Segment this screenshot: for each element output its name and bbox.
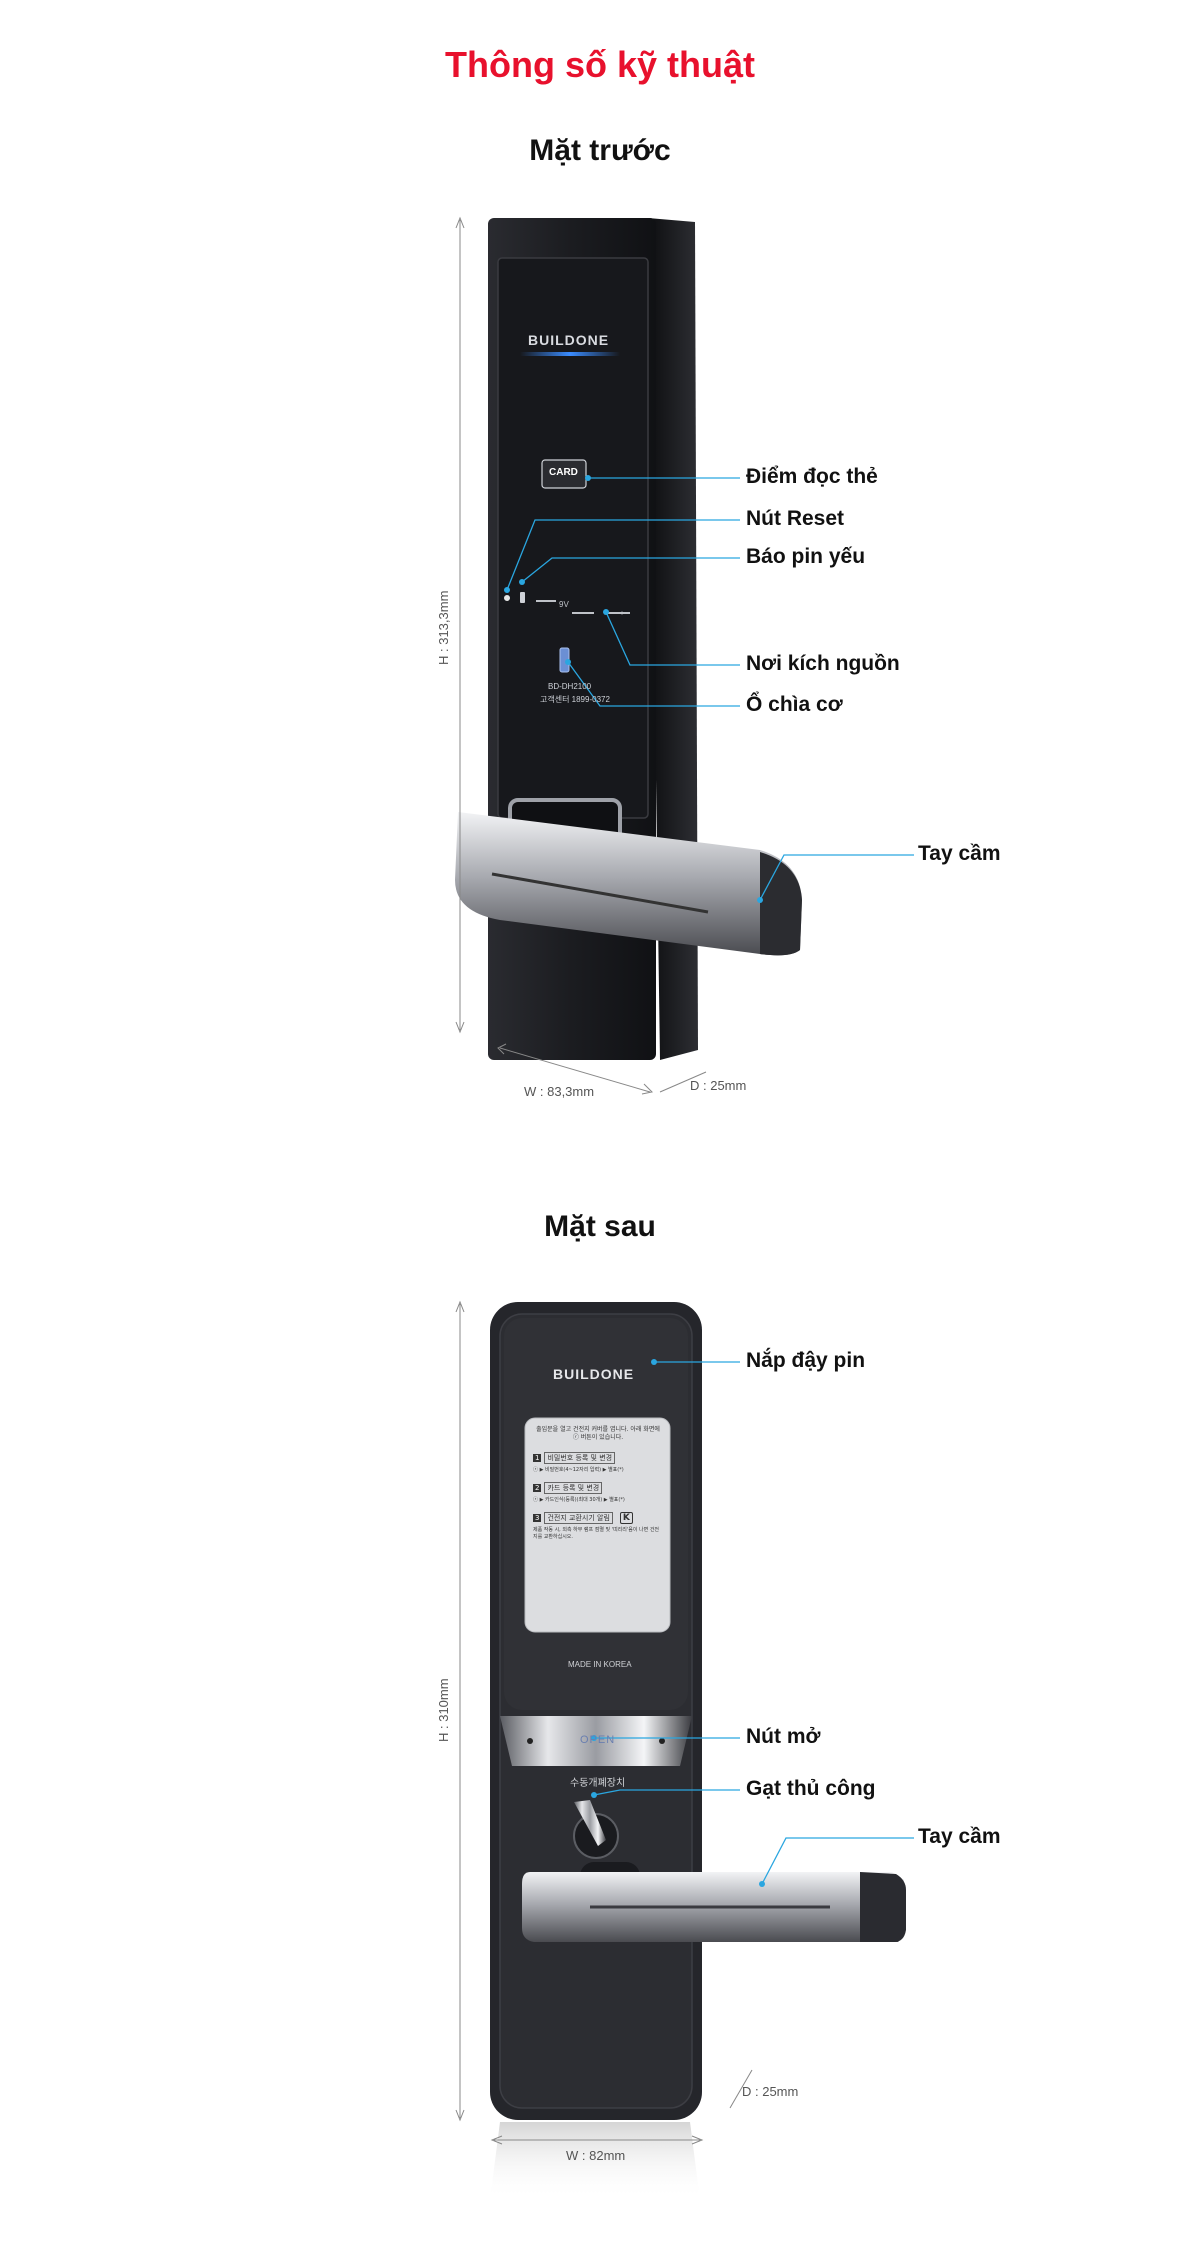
back-lock-reflection <box>490 2122 700 2200</box>
instruction-sticker <box>524 1417 671 1633</box>
card-label: CARD <box>549 467 578 478</box>
callout-battery-cover: Nắp đậy pin <box>746 1349 866 1372</box>
front-width-dimension: W : 83,3mm <box>524 1084 595 1099</box>
back-depth-dimension: D : 25mm <box>742 2084 799 2099</box>
open-button: OPEN <box>580 1734 616 1746</box>
back-callout-lines <box>593 1361 914 1885</box>
back-section-title: Mặt sau <box>544 1210 656 1243</box>
sticker-step-1-text: ⓡ ▶ 비밀번호(4~12자리 입력) ▶ 별표(*) <box>533 1467 624 1473</box>
front-height-dimension: H : 313,3mm <box>436 590 451 665</box>
callout-reset-button: Nút Reset <box>746 507 845 530</box>
front-callout-dots <box>504 475 763 903</box>
phone-text: 고객센터 1899-0372 <box>540 695 610 704</box>
model-text: BD-DH2100 <box>548 682 592 691</box>
sticker-step-2-title: 카드 등록 및 변경 <box>544 1482 603 1494</box>
card-reader <box>541 459 587 489</box>
sticker-step-1-number: 1 <box>533 1454 542 1462</box>
front-dimension-lines <box>455 216 707 1095</box>
slot-mark <box>536 600 556 602</box>
callout-key-hole: Ổ chìa cơ <box>746 693 843 716</box>
callout-low-battery: Báo pin yếu <box>746 545 866 568</box>
sticker-step-2: 2 카드 등록 및 변경 <box>533 1482 663 1494</box>
back-callout-dots <box>591 1359 765 1887</box>
callout-manual-lever: Gạt thủ công <box>746 1777 876 1800</box>
open-bar <box>500 1716 692 1766</box>
back-brand-logo: BUILDONE <box>553 1366 635 1382</box>
front-handle <box>455 812 802 956</box>
low-battery-led <box>520 592 525 603</box>
certification-mark-icon: K <box>619 1512 633 1524</box>
sticker-intro: 출입문을 열고 건전지 커버를 엽니다. 아래 화면에 ⓡ 버튼이 있습니다. <box>536 1426 660 1441</box>
callout-open-button: Nút mở <box>746 1725 821 1748</box>
sticker-content: 출입문을 열고 건전지 커버를 엽니다. 아래 화면에 ⓡ 버튼이 있습니다. … <box>533 1426 663 1626</box>
callout-card-reader: Điểm đọc thẻ <box>746 465 878 488</box>
sticker-step-3-number: 3 <box>533 1514 542 1522</box>
back-handle-end <box>860 1872 906 1942</box>
callout-back-handle: Tay cầm <box>918 1825 1001 1848</box>
front-depth-dimension: D : 25mm <box>690 1078 747 1093</box>
front-handle-end <box>760 852 802 956</box>
open-bar-screw-right <box>659 1738 665 1744</box>
back-height-dimension: H : 310mm <box>436 1678 451 1742</box>
brand-glow <box>520 352 620 356</box>
sticker-step-3-title: 건전지 교환시기 알림 <box>544 1512 613 1524</box>
front-lock <box>455 218 802 1060</box>
back-width-dimension: W : 82mm <box>566 2148 626 2163</box>
callout-front-handle: Tay cầm <box>918 842 1001 865</box>
power-contact-right <box>608 612 630 614</box>
page-title: Thông số kỹ thuật <box>445 44 755 85</box>
manual-lever <box>574 1800 606 1846</box>
sticker-step-2-text: ⓡ ▶ 카드인식(등록)(최대 30개) ▶ 별표(*) <box>533 1497 625 1503</box>
sticker-step-1-title: 비밀번호 등록 및 변경 <box>544 1452 616 1464</box>
reset-button <box>504 595 510 601</box>
sticker-step-3: 3 건전지 교환시기 알림 K <box>533 1512 663 1524</box>
made-in-label: MADE IN KOREA <box>568 1660 632 1669</box>
sticker-step-3-text: 제품 작동 시, 외측 하부 램프 점멸 및 '띠리리'음이 나면 건전지를 교… <box>533 1527 660 1540</box>
manual-release-label: 수동개폐장치 <box>570 1778 626 1789</box>
callout-power-point: Nơi kích nguồn <box>746 652 900 675</box>
front-section-title: Mặt trước <box>529 134 671 167</box>
sticker-step-2-number: 2 <box>533 1484 542 1492</box>
back-dimension-lines <box>455 1300 753 2145</box>
battery-label: 9V <box>559 600 569 609</box>
front-handle-groove <box>491 872 709 914</box>
sticker-step-1: 1 비밀번호 등록 및 변경 <box>533 1452 663 1464</box>
front-callout-lines <box>506 477 914 901</box>
power-dot <box>620 611 624 615</box>
power-contact-left <box>572 612 594 614</box>
front-brand-logo: BUILDONE <box>528 332 610 348</box>
open-bar-screw-left <box>527 1738 533 1744</box>
